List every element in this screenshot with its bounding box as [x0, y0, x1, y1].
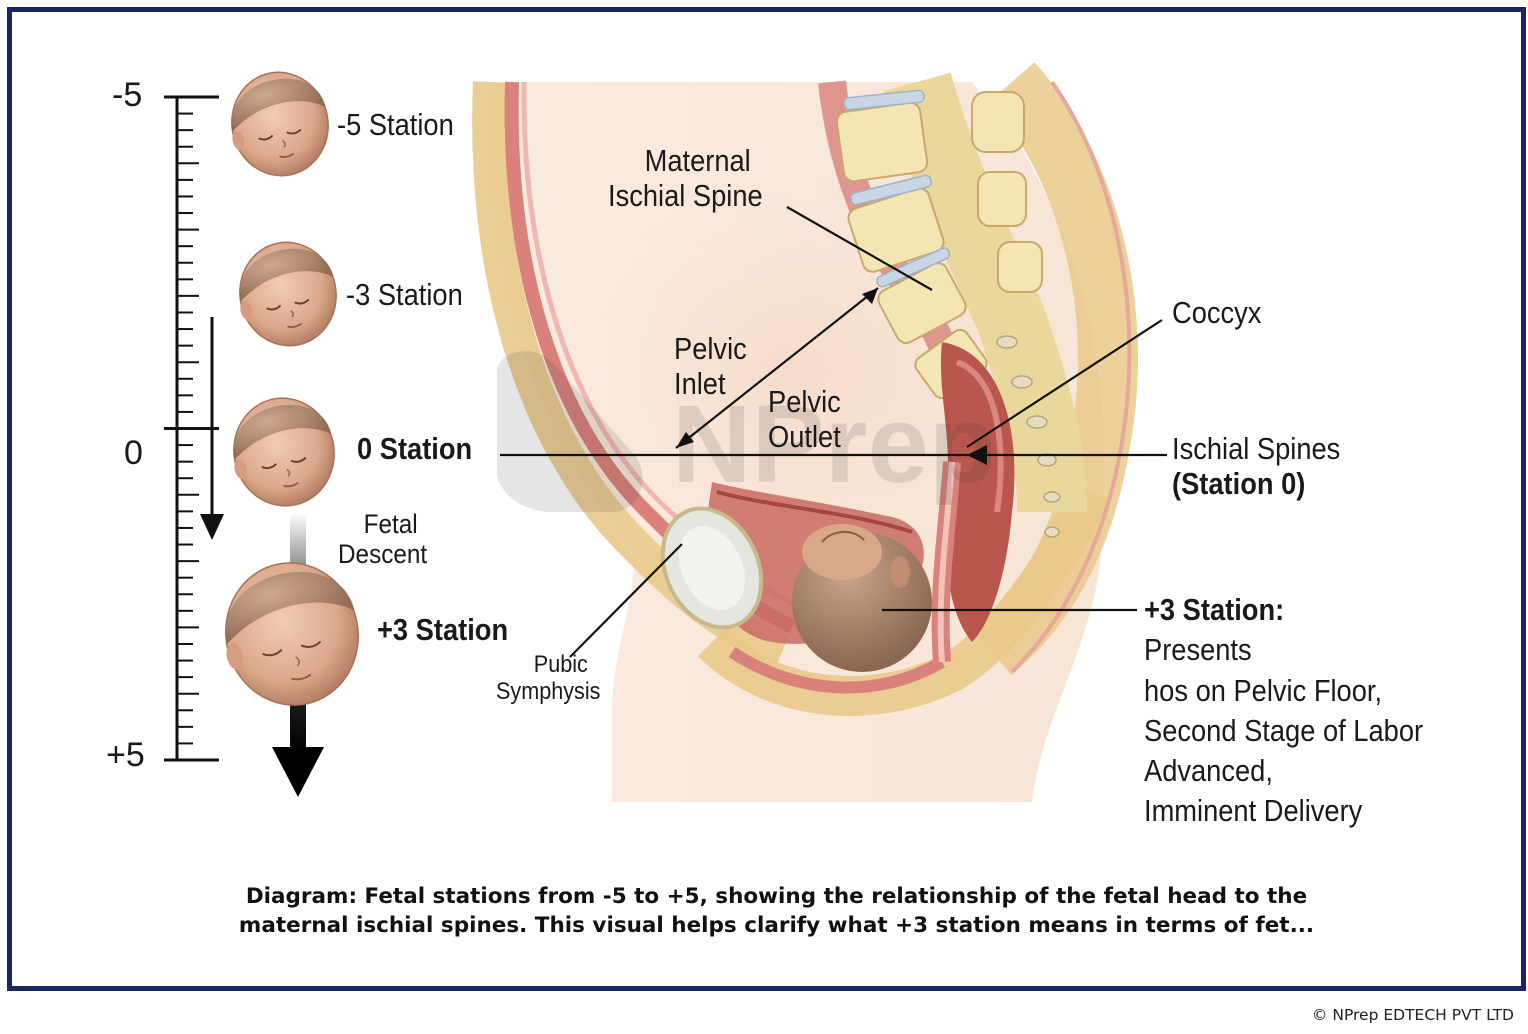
- station-label-plus3: +3 Station: [377, 612, 509, 647]
- pelvic-inlet-arrow: [675, 287, 879, 449]
- pubic-symphysis-leader: [569, 543, 683, 658]
- plus3-note-line1: Presents: [1144, 632, 1252, 668]
- annotation-lines: [500, 206, 1167, 658]
- plus3-note-line4: Advanced,: [1144, 753, 1273, 789]
- posterior-skin-line: [1010, 80, 1132, 674]
- nprep-watermark: NPrep: [497, 351, 996, 512]
- station-scale: [164, 95, 219, 762]
- plus3-note-heading: +3 Station:: [1144, 592, 1285, 627]
- plus3-note-line5: Imminent Delivery: [1144, 793, 1363, 829]
- fetal-head-icon: [231, 71, 329, 177]
- fetal-head-in-pelvis: [792, 524, 932, 672]
- station-label-zero: 0 Station: [357, 431, 473, 466]
- fetal-head-icon: [239, 241, 337, 347]
- bladder-sac: [716, 490, 913, 534]
- scale-label-zero: 0: [124, 434, 143, 472]
- pelvic-inlet-label: Pelvic Inlet: [674, 331, 747, 401]
- coccyx-label: Coccyx: [1172, 295, 1262, 330]
- station-label-minus3: -3 Station: [346, 277, 463, 312]
- maternal-ischial-spine-leader: [786, 206, 933, 291]
- pelvic-floor-muscle: [728, 647, 945, 694]
- caption-line-1: Diagram: Fetal stations from -5 to +5, s…: [245, 884, 1308, 909]
- scale-label-minus5: -5: [112, 76, 143, 114]
- coccyx-leader: [966, 319, 1163, 448]
- diagram-caption: Diagram: Fetal stations from -5 to +5, s…: [42, 882, 1511, 940]
- station-label-minus5: -5 Station: [337, 107, 454, 142]
- plus3-note-line2: hos on Pelvic Floor,: [1144, 672, 1383, 708]
- ischial-spines-label: Ischial Spines (Station 0): [1172, 431, 1341, 501]
- copyright-notice: © NPrep EDTECH PVT LTD: [1311, 1006, 1514, 1024]
- posterior-body-wall: [972, 62, 1138, 676]
- descent-arrow-small: [200, 317, 224, 540]
- plus3-station-note: +3 Station: Presents hos on Pelvic Floor…: [1144, 590, 1423, 832]
- fetal-head-icon: [233, 397, 335, 507]
- diagram-frame: NPrep -5 0: [7, 7, 1526, 991]
- caption-line-2: maternal ischial spines. This visual hel…: [238, 913, 1315, 938]
- fetal-descent-label: Fetal Descent: [338, 509, 428, 570]
- maternal-ischial-spine-label: Maternal Ischial Spine: [608, 143, 763, 213]
- pelvis-illustration: NPrep: [164, 62, 1167, 802]
- plus3-note-line3: Second Stage of Labor: [1144, 712, 1424, 748]
- svg-text:NPrep: NPrep: [672, 383, 996, 506]
- fetal-head-icon: [225, 562, 359, 706]
- scale-label-plus5: +5: [106, 736, 145, 774]
- pelvic-outlet-label: Pelvic Outlet: [768, 384, 841, 454]
- pubic-symphysis-bone: [660, 506, 764, 630]
- pubic-symphysis-label: Pubic Symphysis: [496, 651, 601, 705]
- annotation-arrowheads: [676, 288, 987, 465]
- fetal-heads: [225, 71, 359, 706]
